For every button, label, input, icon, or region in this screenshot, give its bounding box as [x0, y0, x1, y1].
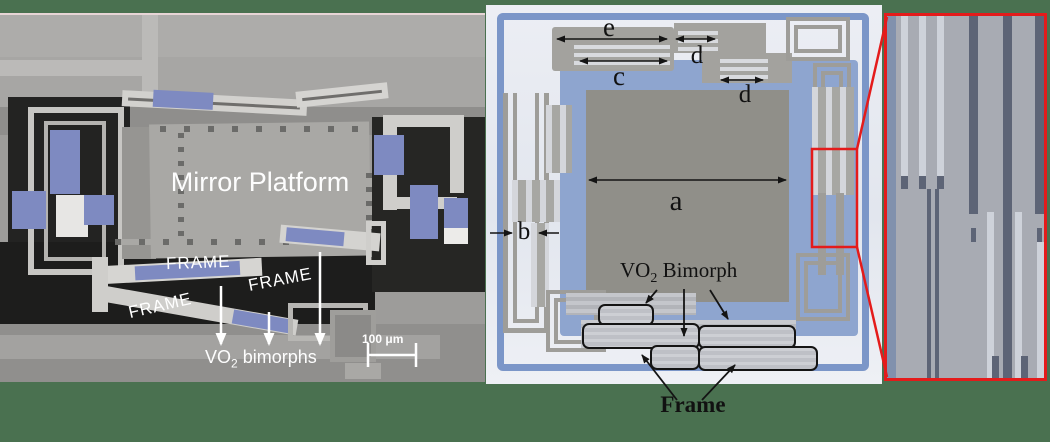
inset-notch	[1021, 356, 1028, 378]
inset-notch	[1037, 228, 1042, 242]
sem-arm-slit	[302, 89, 382, 102]
schematic-coil-top-right	[786, 17, 850, 61]
inset-stripe	[1015, 212, 1022, 378]
vo2-sub: 2	[231, 356, 238, 371]
dim-label-b: b	[517, 218, 531, 245]
sem-arm-anchor-left	[92, 257, 108, 312]
inset-thin-bar	[927, 189, 931, 378]
inset-wide-bar	[1035, 16, 1044, 214]
scale-bar-label: 100 μm	[362, 332, 404, 346]
schematic-frame-rect	[698, 325, 796, 349]
schematic-coil-bottom-right	[796, 253, 850, 321]
inset-wide-bar	[969, 16, 978, 214]
dim-label-a: a	[669, 185, 683, 217]
dim-label-d-lower: d	[738, 81, 752, 108]
vo2-rest: Bimorph	[657, 258, 738, 282]
schematic-frame-rect	[650, 345, 700, 370]
inset-thin-bar	[935, 189, 939, 378]
frame-label-1: FRAME	[165, 251, 231, 274]
inset-wide-bar	[1003, 16, 1012, 378]
inset-notch	[971, 228, 976, 242]
sem-trace-vertical	[142, 15, 158, 103]
dim-label-e: e	[603, 12, 615, 42]
sem-bimorph-highlight	[285, 227, 345, 247]
inset-stripe	[937, 16, 944, 176]
schematic-bimorph-stripes-left	[512, 180, 560, 222]
schematic-frame-rect	[698, 346, 818, 371]
vo2-prefix: VO	[205, 347, 232, 367]
schematic-bimorph-stripes-right	[812, 87, 854, 195]
inset-stripe	[987, 212, 994, 378]
schematic-mirror-platform	[586, 90, 789, 302]
sem-base-foot	[345, 363, 381, 379]
sem-bright-pad	[56, 195, 88, 237]
vo2-bimorph-label: VO2 Bimorph	[620, 258, 770, 287]
inset-edge-column	[887, 16, 896, 378]
sem-top-band-light	[0, 15, 485, 57]
schematic-top-bimorph-stripes	[574, 45, 670, 69]
sem-trace-horizontal	[0, 60, 142, 76]
sem-micrograph: Mirror Platform	[0, 13, 485, 382]
vo2-rest: bimorphs	[237, 347, 317, 367]
vo2-bimorphs-label: VO2 bimorphs	[205, 347, 345, 371]
schematic-frame-rect	[582, 323, 700, 349]
sem-bimorph-highlight	[12, 191, 46, 229]
sem-platform-dot-col-left	[178, 133, 184, 245]
schematic-bimorph-stripes-left	[531, 223, 549, 307]
inset-notch	[992, 356, 999, 378]
sem-platform-dot-row-top	[160, 126, 360, 132]
inset-stripe	[901, 16, 908, 176]
inset-stripe	[1037, 242, 1044, 378]
vo2-prefix: VO	[620, 258, 651, 282]
vo2-sub: 2	[650, 271, 658, 287]
sem-left-actuator-frame-inner	[44, 121, 106, 261]
sem-bimorph-highlight	[374, 135, 404, 175]
sem-bimorph-highlight	[410, 185, 438, 239]
sem-bimorph-highlight	[444, 198, 468, 228]
inset-notch	[937, 176, 944, 189]
inset-stripe	[919, 16, 926, 176]
sem-base-pad	[330, 310, 376, 362]
sem-arm-anchor-right	[366, 221, 386, 265]
sem-right-bracket	[383, 115, 463, 127]
schematic-diagram: e d c d a b VO2 Bimorph	[486, 5, 882, 384]
schematic-bimorph-stripes-left	[546, 105, 572, 173]
zoom-inset	[884, 13, 1047, 381]
inset-notch	[919, 176, 926, 189]
mirror-platform-label: Mirror Platform	[170, 167, 350, 197]
dim-label-d-upper: d	[690, 42, 704, 69]
sem-bright-pad	[444, 228, 468, 244]
schematic-frame-label: Frame	[660, 392, 726, 417]
sem-platform-dot-row-bottom	[115, 239, 350, 245]
sem-bimorph-highlight	[84, 195, 114, 225]
inset-notch	[901, 176, 908, 189]
sem-bimorph-highlight	[50, 130, 80, 194]
schematic-second-bimorph-stripes	[720, 59, 768, 83]
dim-label-c: c	[613, 61, 625, 91]
sem-platform-dot-col-right	[366, 173, 372, 261]
sem-bimorph-highlight	[152, 89, 214, 110]
sem-right-bracket	[450, 115, 464, 193]
